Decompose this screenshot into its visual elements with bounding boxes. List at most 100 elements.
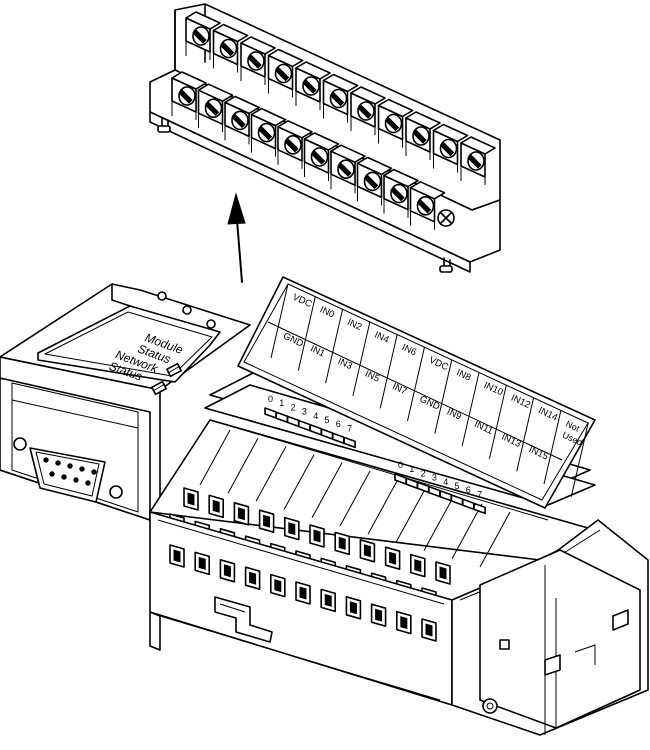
- terminal-screw-top-6: [322, 73, 359, 123]
- module-base: [0, 283, 649, 736]
- socket-upper-11: [435, 561, 451, 585]
- label-card-grid: [270, 283, 589, 497]
- left-number-7: 7: [347, 423, 352, 433]
- socket-lower-6: [295, 581, 311, 605]
- socket-upper-9: [384, 546, 401, 570]
- card-divider-2: [325, 309, 344, 384]
- left-number-4: 4: [313, 411, 318, 421]
- card-divider-0: [270, 283, 289, 359]
- terminal-screw-top-5: [295, 61, 331, 110]
- right-number-7: 7: [477, 489, 482, 499]
- right-number-6: 6: [466, 485, 471, 495]
- socket-lower-9: [370, 603, 387, 627]
- terminal-screw-top-7: [350, 86, 386, 135]
- socket-lower-3: [219, 559, 236, 583]
- terminal-screw-bottom-2: [197, 83, 234, 133]
- socket-upper-1: [183, 487, 199, 511]
- left-number-0: 0: [268, 394, 273, 404]
- card-divider-11: [570, 422, 589, 497]
- terminal-screw-bottom-1: [171, 71, 207, 120]
- channel-rib-1: [199, 429, 231, 486]
- socket-upper-2: [208, 494, 224, 519]
- terminal-screw-bottom-9: [383, 168, 419, 218]
- terminal-socket-row-1: [183, 487, 451, 585]
- channel-rib-10: [451, 503, 483, 560]
- card-divider-6: [434, 359, 453, 434]
- left-number-2: 2: [291, 402, 296, 412]
- socket-lower-2: [194, 551, 210, 576]
- channel-rib-7: [367, 478, 399, 535]
- socket-upper-4: [258, 509, 275, 533]
- terminal-screw-bottom-5: [277, 120, 313, 169]
- terminal-screw-top-3: [240, 36, 276, 85]
- left-number-1: 1: [279, 398, 284, 408]
- terminal-screw-bottom-4: [250, 107, 287, 157]
- left-number-3: 3: [302, 407, 307, 417]
- terminal-screw-top-1: [185, 11, 221, 60]
- lid-rivet-2: [182, 305, 192, 315]
- terminal-lower-screws: [171, 71, 446, 230]
- left-number-6: 6: [336, 419, 341, 429]
- card-divider-3: [352, 321, 371, 396]
- left-number-5: 5: [325, 415, 330, 425]
- right-number-4: 4: [443, 477, 448, 487]
- terminal-upper-screws: [185, 11, 496, 185]
- lid-rivet-3: [206, 319, 216, 329]
- right-led-7: [473, 502, 486, 515]
- socket-upper-6: [309, 524, 325, 548]
- socket-lower-1: [169, 544, 185, 568]
- card-divider-4: [379, 334, 398, 409]
- terminal-screw-bottom-8: [356, 156, 393, 206]
- channel-rib-4: [283, 454, 315, 510]
- socket-lower-7: [320, 588, 336, 613]
- socket-upper-3: [233, 502, 250, 526]
- terminal-screw-bottom-6: [303, 132, 340, 181]
- channel-rib-9: [423, 495, 455, 551]
- terminal-screw-top-2: [212, 23, 249, 73]
- db9-connector-icon: [13, 437, 123, 503]
- card-divider-5: [407, 346, 425, 422]
- front-socket-rows: [169, 544, 437, 642]
- terminal-label-card: VDCIN0IN2IN4IN6VDCIN8IN10IN12IN14NotUsed…: [237, 276, 596, 509]
- removal-arrow-icon: [227, 192, 246, 283]
- socket-lower-11: [421, 618, 437, 642]
- right-number-0: 0: [398, 460, 403, 470]
- socket-lower-10: [396, 610, 412, 635]
- din-clip-icon: [214, 596, 273, 643]
- terminal-screw-top-9: [405, 111, 441, 160]
- channel-rib-11: [479, 511, 511, 568]
- wiring-channel-ribs: [199, 429, 511, 568]
- end-cap-latch: [499, 639, 510, 650]
- left-led-7: [343, 436, 356, 449]
- terminal-screw-bottom-3: [224, 95, 260, 145]
- channel-rib-8: [395, 487, 427, 543]
- right-number-2: 2: [421, 468, 426, 478]
- socket-upper-10: [410, 553, 426, 578]
- channel-rib-5: [311, 462, 343, 519]
- card-divider-9: [516, 397, 535, 472]
- terminal-screw-top-4: [267, 48, 304, 98]
- card-divider-8: [488, 384, 507, 459]
- channel-rib-6: [339, 470, 371, 527]
- socket-upper-8: [359, 539, 376, 563]
- socket-upper-7: [334, 531, 350, 556]
- right-number-1: 1: [409, 464, 414, 474]
- lid-rivet-1: [157, 291, 167, 301]
- right-number-5: 5: [455, 481, 460, 491]
- right-number-3: 3: [432, 473, 437, 483]
- card-divider-1: [297, 296, 316, 371]
- terminal-screw-bottom-10: [409, 181, 446, 230]
- socket-lower-4: [244, 566, 261, 590]
- terminal-screw-top-11: [460, 136, 496, 185]
- terminal-screw-bottom-7: [330, 144, 366, 194]
- socket-lower-5: [270, 573, 286, 598]
- terminal-screw-top-8: [377, 98, 414, 148]
- removable-terminal-block: [149, 3, 501, 273]
- channel-rib-2: [227, 437, 259, 494]
- terminal-screw-top-10: [432, 123, 469, 173]
- socket-upper-5: [284, 516, 300, 541]
